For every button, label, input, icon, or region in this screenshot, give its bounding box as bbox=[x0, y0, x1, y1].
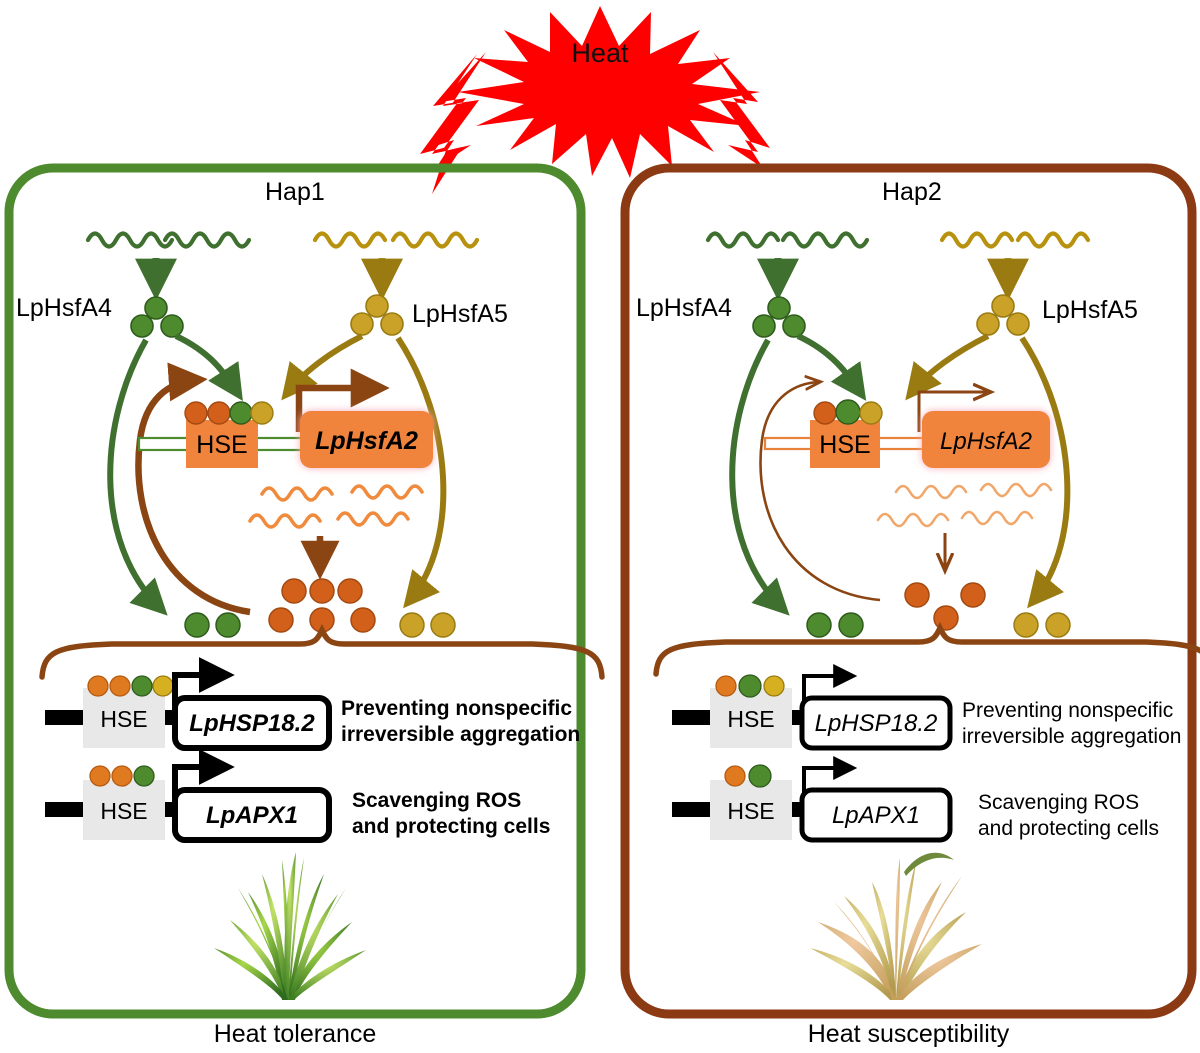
target-gene-row-1-hap1 bbox=[45, 657, 332, 751]
curly-brace-icon-hap2 bbox=[653, 621, 1200, 677]
arrow-a4-to-hse-hap1 bbox=[174, 333, 243, 402]
arrow-a4-to-hse-hap2 bbox=[796, 333, 867, 401]
dna-black-bar bbox=[45, 710, 83, 725]
mrna-squiggle-icon-group-left-hap2 bbox=[705, 231, 870, 249]
hse-label-hap2: HSE bbox=[819, 431, 871, 459]
arrow-a5-to-pool-hap2 bbox=[1019, 336, 1071, 609]
target-function-1-hap2: Preventing nonspecific irreversible aggr… bbox=[962, 698, 1181, 751]
bound-circles-hap2 bbox=[813, 399, 883, 425]
healthy-grass-plant-icon-hap1 bbox=[214, 852, 366, 1000]
protein-trimer-icon-a5-hap1 bbox=[350, 294, 404, 336]
function-line-2: and protecting cells bbox=[352, 814, 551, 838]
tss-arrow-hap2 bbox=[917, 392, 988, 432]
tss-arrow-hap1 bbox=[295, 368, 390, 432]
hse-box-hap2 bbox=[810, 420, 880, 468]
target-gene-row-2-hap1 bbox=[45, 749, 332, 843]
hse-grey-box bbox=[710, 688, 792, 748]
transcript-squiggles-hap2 bbox=[876, 482, 1053, 528]
heat-label: Heat bbox=[571, 38, 629, 68]
hse-box-hap1 bbox=[186, 420, 258, 468]
panel-title-hap2: Hap2 bbox=[882, 178, 942, 206]
factor-label-lphsfa5-hap1: LpHsfA5 bbox=[412, 300, 508, 328]
mrna-squiggle-icon-group-right-hap2 bbox=[939, 231, 1091, 249]
dna-black-bar bbox=[672, 802, 710, 817]
feedback-arrow-hap1 bbox=[135, 362, 251, 616]
target-function-1-hap1: Preventing nonspecific irreversible aggr… bbox=[341, 696, 580, 747]
factor-label-lphsfa4-hap1: LpHsfA4 bbox=[16, 294, 112, 322]
hse-grey-box bbox=[83, 780, 165, 840]
function-line-1: Preventing nonspecific bbox=[341, 697, 573, 720]
panel-title-hap1: Hap1 bbox=[265, 178, 325, 206]
outcome-label-hap2: Heat susceptibility bbox=[807, 1020, 1010, 1048]
target-gene-row-2-hap2 bbox=[672, 756, 953, 843]
transcript-squiggles-hap1 bbox=[248, 484, 424, 529]
mrna-squiggle-icon-group-right-hap1 bbox=[312, 231, 480, 249]
target-gene-label-lpapx1-hap1: LpAPX1 bbox=[205, 802, 298, 829]
starburst-icon bbox=[458, 6, 760, 178]
function-line-2: irreversible aggregation bbox=[341, 722, 581, 746]
hse-grey-box bbox=[710, 780, 792, 840]
target-gene-row-1-hap2 bbox=[672, 664, 953, 751]
target-hse-label-1-hap1: HSE bbox=[100, 706, 148, 732]
protein-trimer-icon-a5-hap2 bbox=[976, 294, 1030, 336]
leftover-green-pool-hap1 bbox=[184, 612, 241, 638]
hse-label-hap1: HSE bbox=[196, 431, 248, 459]
protein-trimer-icon-a4-hap2 bbox=[752, 296, 806, 338]
target-gene-label-lpapx1-hap2: LpAPX1 bbox=[831, 802, 921, 829]
target-hse-label-1-hap2: HSE bbox=[727, 706, 775, 732]
leftover-green-pool-hap2 bbox=[806, 612, 864, 638]
factor-label-lphsfa4-hap2: LpHsfA4 bbox=[636, 294, 732, 322]
function-line-1: Preventing nonspecific bbox=[962, 699, 1174, 722]
gene-box-lphsfa2-hap2 bbox=[922, 411, 1050, 468]
function-line-1: Scavenging ROS bbox=[352, 789, 522, 812]
target-hse-label-2-hap1: HSE bbox=[100, 798, 148, 824]
mrna-squiggle-icon-group-left-hap1 bbox=[85, 231, 252, 249]
gene-label-lphsfa2-hap2: LpHsfA2 bbox=[939, 428, 1033, 455]
panel-border-hap2 bbox=[620, 163, 1197, 1019]
heat-stimulus-group: Heat bbox=[420, 6, 770, 194]
arrow-a4-to-pool-hap2 bbox=[729, 338, 790, 616]
feedback-arrow-hap2 bbox=[759, 382, 881, 602]
dna-black-bar bbox=[672, 710, 710, 725]
outcome-label-hap1: Heat tolerance bbox=[213, 1020, 377, 1048]
arrow-a5-to-pool-hap1 bbox=[395, 336, 447, 609]
bound-circles-hap1 bbox=[184, 401, 274, 425]
protein-trimer-icon-a4-hap1 bbox=[130, 296, 184, 338]
arrow-a5-to-hse-hap2 bbox=[905, 333, 990, 401]
factor-label-lphsfa5-hap2: LpHsfA5 bbox=[1042, 296, 1138, 324]
target-function-2-hap2: Scavenging ROS and protecting cells bbox=[978, 790, 1159, 843]
leftover-yellow-pool-hap2 bbox=[1013, 612, 1071, 638]
lightning-bolt-icon-right bbox=[713, 52, 770, 168]
function-line-2: and protecting cells bbox=[978, 817, 1159, 841]
arrow-a4-to-pool-hap1 bbox=[107, 338, 168, 616]
leftover-yellow-pool-hap1 bbox=[399, 612, 456, 638]
wilted-grass-plant-icon-hap2 bbox=[810, 852, 982, 1000]
target-gene-label-lphsp18-hap1: LpHSP18.2 bbox=[189, 710, 315, 737]
arrow-a5-to-hse-hap1 bbox=[281, 333, 364, 401]
target-gene-label-lphsp18-hap2: LpHSP18.2 bbox=[814, 710, 938, 737]
function-line-1: Scavenging ROS bbox=[978, 791, 1140, 814]
panel-border-hap1 bbox=[4, 163, 586, 1019]
target-hse-label-2-hap2: HSE bbox=[727, 798, 775, 824]
protein-pool-hap1 bbox=[268, 578, 376, 633]
gene-box-lphsfa2-hap1 bbox=[300, 411, 433, 468]
function-line-2: irreversible aggregation bbox=[962, 725, 1182, 749]
target-function-2-hap1: Scavenging ROS and protecting cells bbox=[352, 788, 550, 839]
lightning-bolt-icon-left-2 bbox=[429, 52, 486, 168]
dna-black-bar bbox=[45, 802, 83, 817]
protein-pool-hap2 bbox=[904, 582, 986, 631]
curly-brace-icon-hap1 bbox=[39, 623, 605, 680]
hse-grey-box bbox=[83, 688, 165, 748]
gene-label-lphsfa2-hap1: LpHsfA2 bbox=[315, 427, 418, 455]
